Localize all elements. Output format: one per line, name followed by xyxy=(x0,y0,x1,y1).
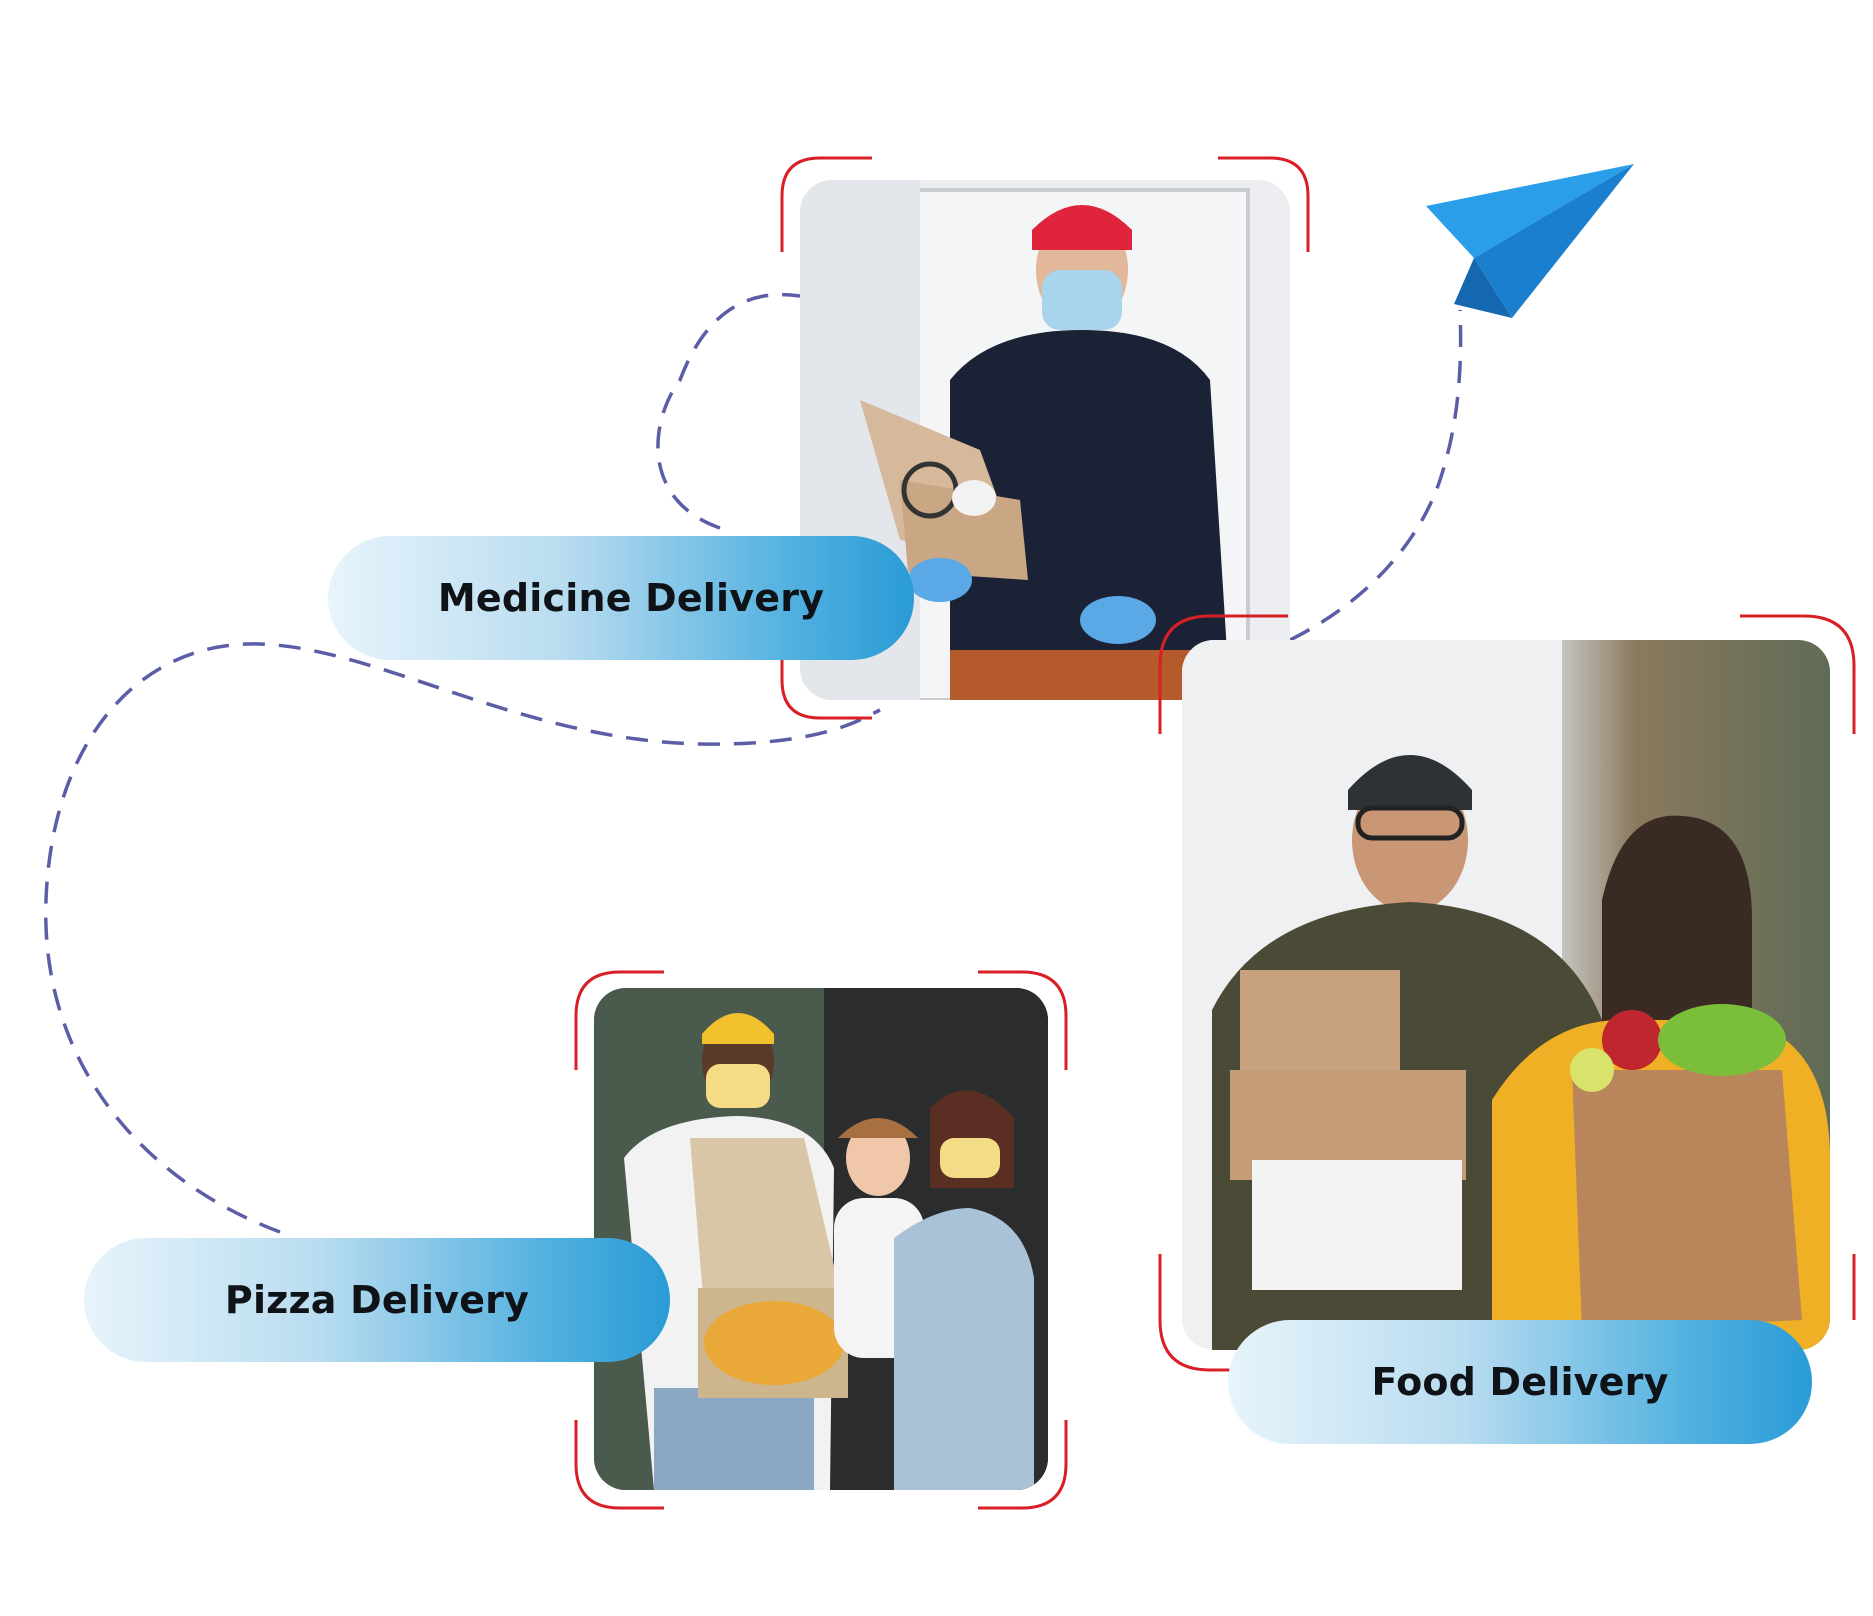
pizza-delivery-label-text: Pizza Delivery xyxy=(224,1278,530,1322)
pizza-delivery-photo xyxy=(594,988,1048,1490)
paper-plane-icon xyxy=(1426,164,1634,318)
dashed-flight-path-loop xyxy=(656,292,801,530)
dashed-flight-path xyxy=(44,642,881,1234)
food-delivery-label-text: Food Delivery xyxy=(1371,1360,1669,1404)
food-delivery-photo xyxy=(1182,640,1830,1350)
medicine-card-frame xyxy=(780,156,1310,720)
food-delivery-label: Food Delivery xyxy=(1228,1320,1812,1444)
medicine-delivery-label: Medicine Delivery xyxy=(328,536,914,660)
dashed-flight-path-upper xyxy=(1289,309,1463,642)
pizza-delivery-label: Pizza Delivery xyxy=(84,1238,670,1362)
medicine-delivery-photo xyxy=(800,180,1290,700)
pizza-card-frame xyxy=(574,970,1068,1510)
food-card-frame xyxy=(1158,614,1856,1372)
medicine-delivery-label-text: Medicine Delivery xyxy=(437,576,825,620)
